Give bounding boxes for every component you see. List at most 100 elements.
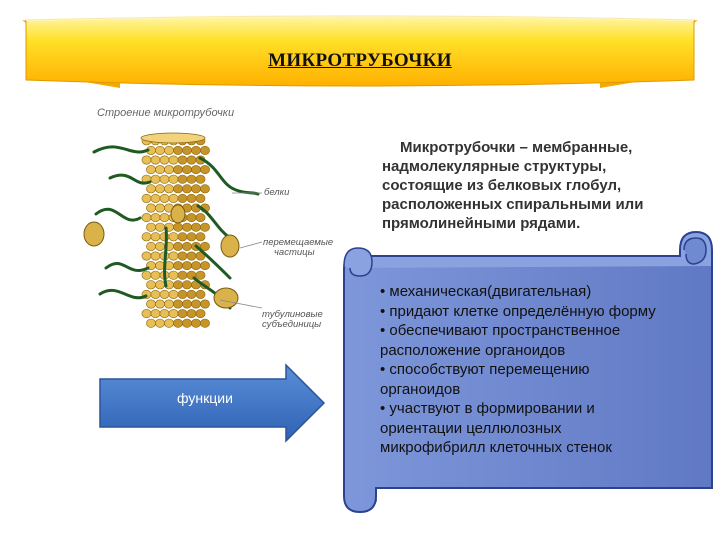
tubulin-globule [173,165,183,175]
tubulin-globule [195,309,206,319]
tubulin-globule [146,299,156,309]
tubulin-globule [177,289,188,299]
tubulin-globule [200,165,210,175]
tubulin-globule [168,289,179,299]
tubulin-globule [177,270,188,280]
tubulin-globule [191,145,201,155]
title-banner [22,15,698,88]
page-title: МИКРОТРУБОЧКИ [268,50,452,71]
tubulin-globule [168,309,179,319]
tubulin-globule [164,318,174,328]
definition-line: состоящие из белковых глобул, [382,177,622,194]
tubulin-globule [177,155,188,165]
tubulin-globule [159,155,170,165]
list-item: • способствуют перемещению [380,361,590,378]
tubulin-globule [200,184,210,194]
list-item: ориентации целлюлозных [380,419,562,437]
tubulin-globule [200,318,210,328]
list-item: расположение органоидов [380,341,566,359]
tubulin-globule [168,270,179,280]
tubulin-globule [150,155,161,165]
tubulin-globule [155,241,165,251]
tubulin-globule [182,184,192,194]
definition-line: прямолинейными рядами. [382,215,581,232]
tubulin-globule [173,145,183,155]
definition-line: Микротрубочки – мембранные, [400,139,633,156]
tubulin-globule [159,213,170,223]
tubulin-globule [150,213,161,223]
tubulin-globule [150,193,161,203]
tubulin-globule [200,261,210,271]
tubulin-globule [168,193,179,203]
tubulin-globule [173,299,183,309]
tubulin-globule [191,318,201,328]
functions-list: • механическая(двигательная) • придают к… [380,282,712,458]
microtubule-top-cap [140,132,206,144]
tubulin-globule [186,251,197,261]
tubulin-globule [159,309,170,319]
tubulin-globule [155,165,165,175]
tubulin-globule [150,270,161,280]
tubulin-globule [182,145,192,155]
tubulin-globule [150,174,161,184]
list-item: микрофибрилл клеточных стенок [380,439,612,456]
tubulin-globule [155,261,165,271]
tubulin-globule [150,309,161,319]
tubulin-globule [164,299,174,309]
tubulin-globule [200,145,210,155]
tubulin-globule [182,318,192,328]
tubulin-globule [182,280,192,290]
tubulin-globule [155,184,165,194]
functions-arrow[interactable] [98,363,328,443]
list-item: • обеспечивают пространственное [380,322,621,339]
tubulin-globule [155,299,165,309]
figure-caption: Строение микротрубочки [97,107,235,119]
tubulin-globule [173,280,183,290]
tubulin-globule [173,261,183,271]
tubulin-globule [159,174,170,184]
tubulin-globule [186,232,197,242]
tubulin-globule [182,165,192,175]
functions-scroll [342,230,713,514]
tubulin-globule [182,261,192,271]
tubulin-globule [164,145,174,155]
tubulin-globule [191,165,201,175]
tubulin-globule [173,184,183,194]
tubulin-globule [141,270,152,280]
tubulin-globule [168,251,179,261]
tubulin-globule [173,318,183,328]
label-tubulin-2: субъединицы [262,319,322,330]
functions-label: функции [177,390,233,406]
label-protein: белки [264,187,290,198]
tubulin-globule [155,203,165,213]
list-item: • придают клетке определённую форму [380,302,656,320]
label-moving-particles-2: частицы [274,247,315,258]
tubulin-globule [200,222,210,232]
tubulin-globule [186,155,197,165]
tubulin-globule [159,193,170,203]
tubulin-globule [155,145,165,155]
tubulin-globule [146,318,156,328]
tubulin-globule [150,251,161,261]
tubulin-globule [141,232,152,242]
tubulin-globule [146,203,156,213]
tubulin-globule [141,193,152,203]
tubulin-globule [200,241,210,251]
tubulin-globule [146,222,156,232]
tubulin-globule [195,193,206,203]
moving-particles [83,204,240,309]
tubulin-globule [186,309,197,319]
tubulin-globule [164,184,174,194]
tubulin-globule [177,174,188,184]
tubulin-globule [173,222,183,232]
tubulin-globule [155,280,165,290]
tubulin-globule [168,232,179,242]
tubulin-globule [146,280,156,290]
tubulin-globule [191,222,201,232]
tubulin-globule [150,232,161,242]
tubulin-globule [146,165,156,175]
tubulin-globule [182,222,192,232]
tubulin-globule [195,213,206,223]
definition-text: Микротрубочки – мембранные, надмолекуляр… [382,138,704,233]
tubulin-globule [195,232,206,242]
